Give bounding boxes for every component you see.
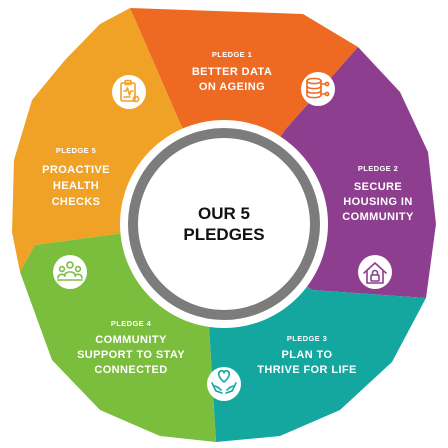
pledge-5-title-line-2: HEALTH [53,180,99,192]
hub-ring [128,128,320,320]
pledge-4-title-line-1: COMMUNITY [95,334,167,346]
pledge-2-title-line-2: HOUSING IN [343,196,412,208]
hands-heart-icon [207,367,241,401]
pledge-1-segment [130,8,358,224]
pledge-4-number: PLEDGE 4 [111,319,152,328]
pledge-1-number: PLEDGE 1 [212,50,252,59]
database-icon [301,72,335,106]
pledge-1-title-line-1: BETTER DATA [192,66,272,78]
pledge-3-number: PLEDGE 3 [287,334,327,343]
pledge-2-number: PLEDGE 2 [358,164,398,173]
pledge-5-number: PLEDGE 5 [56,146,96,155]
house-lock-icon [358,255,392,289]
pledge-2-title-line-1: SECURE [354,181,402,193]
center-title-line-2: PLEDGES [183,225,264,244]
pledge-5-title-line-3: CHECKS [52,196,101,208]
pledge-1-title-line-2: ON AGEING [199,81,265,93]
pledge-5-title-line-1: PROACTIVE [42,164,110,176]
clipboard-health-icon [112,75,146,109]
pledge-3-title-line-2: THRIVE FOR LIFE [257,364,357,376]
pledge-2-title-line-3: COMMUNITY [342,211,414,223]
community-people-icon [53,255,87,289]
pledge-3-title-line-1: PLAN TO [282,349,333,361]
pledge-4-title-line-3: CONNECTED [94,364,167,376]
pledge-4-title-line-2: SUPPORT TO STAY [77,349,185,361]
hub-inner [140,140,308,308]
center-title-line-1: OUR 5 [198,204,250,223]
